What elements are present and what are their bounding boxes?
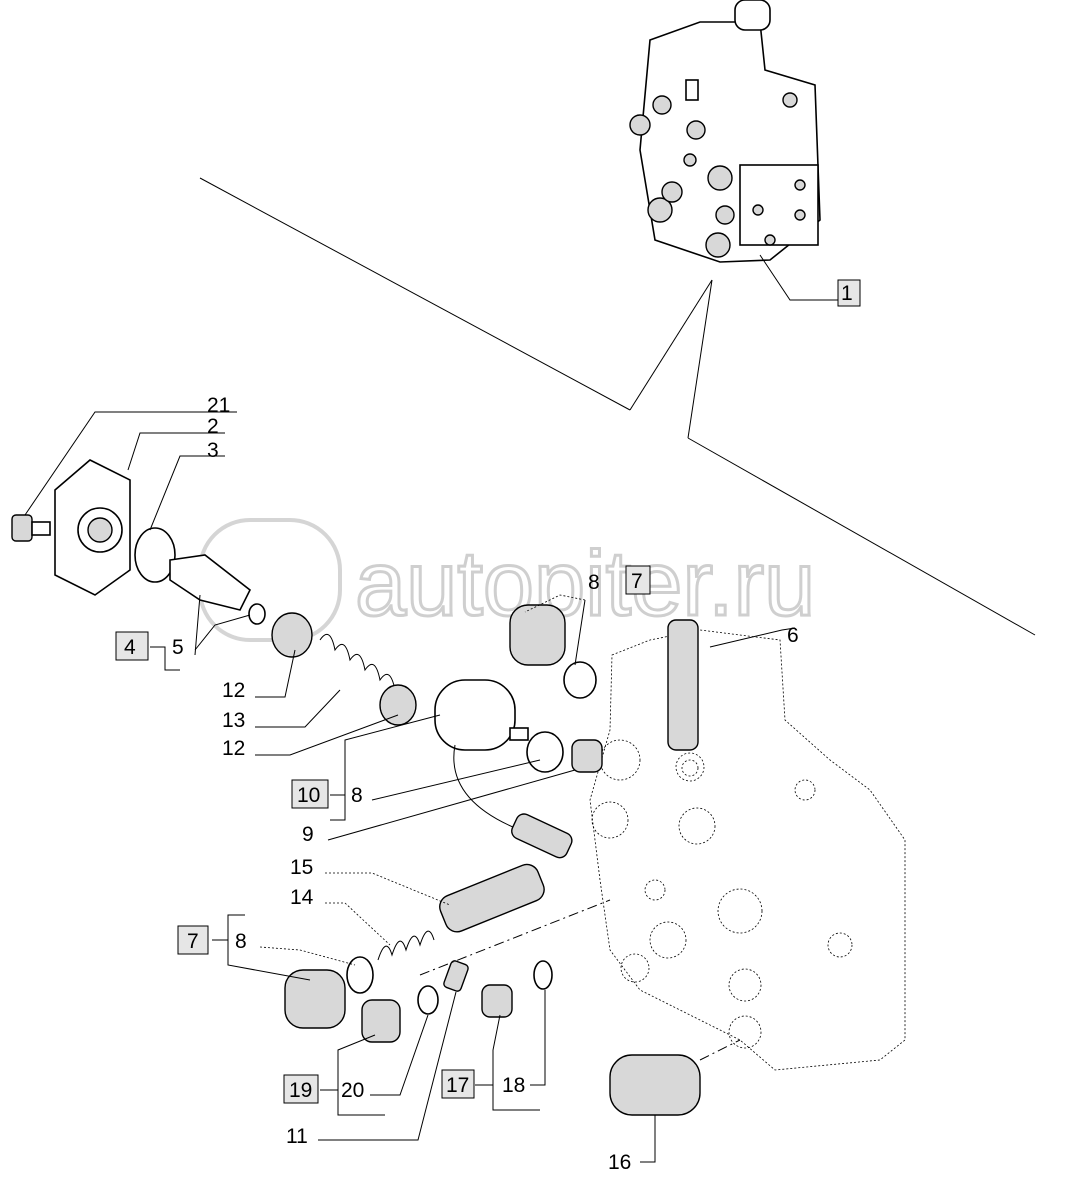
callout-10: 10 (297, 784, 320, 807)
o-ring-8-top-illustration (563, 661, 597, 699)
callout-17: 17 (446, 1074, 469, 1097)
o-ring-8-lower-illustration (346, 956, 374, 994)
o-ring-3-illustration (134, 527, 176, 583)
valve-body-illustration (589, 629, 906, 1071)
callout-7-lower: 7 (187, 930, 199, 953)
callout-4: 4 (124, 636, 136, 659)
watermark: autopiter.ru (198, 518, 817, 642)
cap-7-illustration (509, 604, 566, 666)
callout-box-19 (283, 1074, 319, 1104)
flange-illustration (54, 459, 131, 596)
spring-seat-illustration (271, 612, 313, 658)
valve-assembly-illustration (629, 0, 821, 263)
callout-12: 12 (222, 679, 245, 702)
reference-line (687, 279, 713, 439)
spool-illustration (169, 554, 252, 611)
spring-seat-12-illustration (379, 684, 417, 726)
ring-5-illustration (248, 603, 266, 625)
callout-20: 20 (341, 1079, 364, 1102)
pin-11-illustration (443, 960, 469, 992)
callout-2: 2 (207, 415, 219, 438)
callout-21: 21 (207, 394, 230, 417)
plug-20-illustration (361, 999, 401, 1043)
callout-box-1 (837, 279, 861, 307)
callout-box-4 (115, 631, 149, 661)
valve-6-illustration (667, 619, 699, 751)
callout-8-top: 8 (588, 571, 600, 594)
callout-8-lower: 8 (235, 930, 247, 953)
callout-box-10 (291, 779, 329, 809)
solenoid-illustration (434, 679, 573, 859)
valve-15-illustration (439, 863, 545, 933)
leader-lines (24, 411, 796, 1163)
callout-box-17 (441, 1069, 475, 1099)
callout-19: 19 (289, 1079, 312, 1102)
leader-1 (759, 254, 838, 301)
callout-5: 5 (172, 636, 184, 659)
callout-15: 15 (290, 856, 313, 879)
callout-1: 1 (841, 282, 853, 305)
callout-11: 11 (286, 1125, 308, 1148)
reference-line (687, 437, 1036, 636)
callout-box-7-top (625, 565, 651, 595)
callout-14: 14 (290, 886, 314, 909)
callout-7-top: 7 (631, 570, 643, 593)
bolt-illustration (11, 514, 51, 542)
spring-14-illustration (377, 930, 435, 961)
callout-18: 18 (502, 1074, 525, 1097)
spring-13-illustration (319, 633, 396, 691)
svg-text:autopiter.ru: autopiter.ru (355, 533, 815, 635)
callout-16: 16 (608, 1151, 631, 1174)
callout-12-lower: 12 (222, 737, 245, 760)
callout-6: 6 (787, 624, 799, 647)
callout-13: 13 (222, 709, 245, 732)
callout-box-7-lower (177, 925, 209, 955)
callout-8-mid: 8 (351, 784, 363, 807)
o-ring-illustration (417, 985, 439, 1015)
callout-9: 9 (302, 823, 314, 846)
callout-3: 3 (207, 439, 219, 462)
o-ring-18-illustration (533, 960, 553, 990)
reference-line (199, 177, 631, 411)
plug-illustration (571, 739, 603, 773)
valve-16-illustration (609, 1054, 701, 1116)
o-ring-8-illustration (526, 731, 564, 773)
plug-17-illustration (481, 984, 513, 1018)
cap-7-lower-illustration (284, 969, 346, 1029)
reference-line (629, 279, 713, 411)
